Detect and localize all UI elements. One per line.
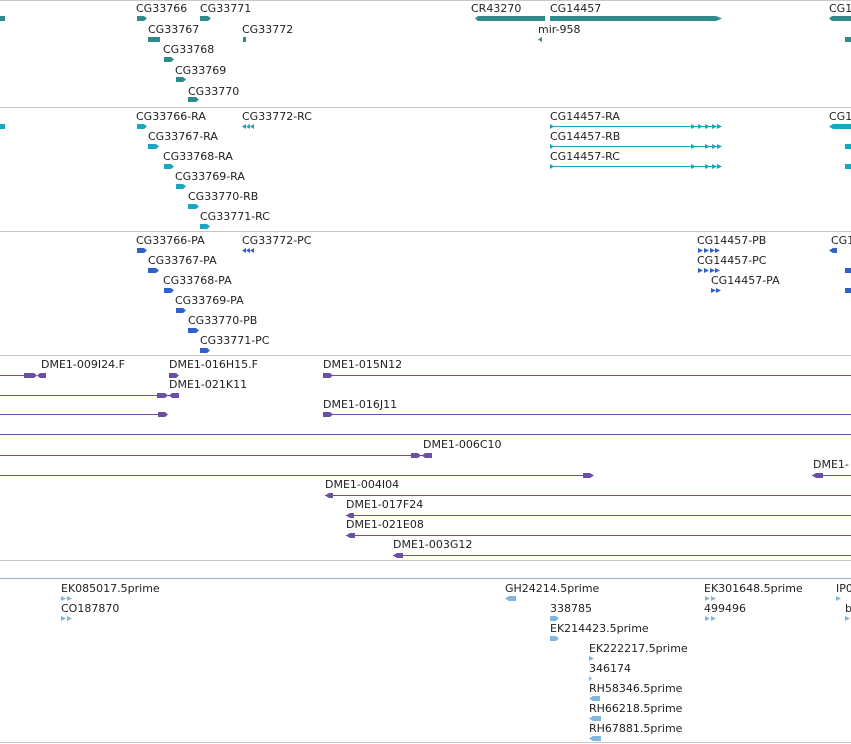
protein-label[interactable]: CG33769-PA: [175, 294, 244, 307]
track-divider-top: [0, 0, 851, 1]
transcript-label[interactable]: CG14457-RA: [550, 110, 620, 123]
clone-label[interactable]: DME1-016J11: [323, 398, 398, 411]
gene-label[interactable]: CG33772: [242, 23, 294, 36]
est-label[interactable]: EK222217.5prime: [589, 642, 688, 655]
est-label[interactable]: EK214423.5prime: [550, 622, 649, 635]
clone-glyphs: [0, 373, 851, 558]
protein-label[interactable]: CG1: [831, 234, 851, 247]
track-divider-genes: [0, 107, 851, 108]
est-label[interactable]: EK085017.5prime: [61, 582, 160, 595]
transcript-glyphs: [0, 124, 851, 229]
gene-glyphs: [0, 16, 851, 102]
protein-label[interactable]: CG14457-PB: [697, 234, 767, 247]
transcript-label[interactable]: CG14457-RB: [550, 130, 621, 143]
transcript-label[interactable]: CG33768-RA: [163, 150, 233, 163]
est-label[interactable]: 499496: [704, 602, 746, 615]
protein-label[interactable]: CG14457-PA: [711, 274, 780, 287]
protein-label[interactable]: CG14457-PC: [697, 254, 767, 267]
transcript-label[interactable]: CG1: [829, 110, 851, 123]
transcript-label[interactable]: CG33770-RB: [188, 190, 259, 203]
est-label[interactable]: RH67881.5prime: [589, 722, 683, 735]
clone-label[interactable]: DME1-003G12: [393, 538, 473, 551]
clone-label[interactable]: DME1-016H15.F: [169, 358, 258, 371]
gene-label[interactable]: CG14457: [550, 2, 602, 15]
gene-label[interactable]: CG33769: [175, 64, 227, 77]
est-label[interactable]: CO187870: [61, 602, 120, 615]
clone-label[interactable]: DME1-015N12: [323, 358, 403, 371]
transcript-label[interactable]: CG33769-RA: [175, 170, 245, 183]
est-label[interactable]: 346174: [589, 662, 631, 675]
track-divider-est: [0, 578, 851, 579]
gene-label[interactable]: mir-958: [538, 23, 581, 36]
clone-label[interactable]: DME1-004I04: [325, 478, 400, 491]
gene-label[interactable]: CG33770: [188, 85, 240, 98]
protein-label[interactable]: CG33771-PC: [200, 334, 270, 347]
protein-label[interactable]: CG33766-PA: [136, 234, 205, 247]
est-label[interactable]: b: [845, 602, 851, 615]
est-label[interactable]: 338785: [550, 602, 592, 615]
transcript-label[interactable]: CG33766-RA: [136, 110, 206, 123]
transcript-label[interactable]: CG33771-RC: [200, 210, 270, 223]
transcript-label[interactable]: CG33767-RA: [148, 130, 218, 143]
protein-label[interactable]: CG33767-PA: [148, 254, 217, 267]
est-label[interactable]: IP0: [836, 582, 851, 595]
est-label[interactable]: RH66218.5prime: [589, 702, 683, 715]
clone-label[interactable]: DME1-: [813, 458, 849, 471]
est-label[interactable]: EK301648.5prime: [704, 582, 803, 595]
gene-label[interactable]: CR43270: [471, 2, 522, 15]
protein-glyphs: [137, 248, 851, 353]
est-glyphs: [61, 596, 850, 741]
gene-label[interactable]: CG33766: [136, 2, 188, 15]
gene-label[interactable]: CG33768: [163, 43, 215, 56]
clone-label[interactable]: DME1-017F24: [346, 498, 424, 511]
clone-label[interactable]: DME1-021K11: [169, 378, 248, 391]
clone-label[interactable]: DME1-021E08: [346, 518, 424, 531]
gene-label[interactable]: CG33771: [200, 2, 252, 15]
track-divider-proteins: [0, 355, 851, 356]
est-label[interactable]: RH58346.5prime: [589, 682, 683, 695]
est-label[interactable]: GH24214.5prime: [505, 582, 600, 595]
track-divider-clones: [0, 560, 851, 561]
track-divider-transcripts: [0, 231, 851, 232]
gene-label[interactable]: CG1: [829, 2, 851, 15]
clone-label[interactable]: DME1-009I24.F: [41, 358, 125, 371]
transcript-label[interactable]: CG14457-RC: [550, 150, 620, 163]
gene-label[interactable]: CG33767: [148, 23, 200, 36]
transcript-label[interactable]: CG33772-RC: [242, 110, 312, 123]
protein-label[interactable]: CG33772-PC: [242, 234, 312, 247]
protein-label[interactable]: CG33770-PB: [188, 314, 258, 327]
track-divider-bottom: [0, 742, 851, 743]
protein-label[interactable]: CG33768-PA: [163, 274, 232, 287]
clone-label[interactable]: DME1-006C10: [423, 438, 502, 451]
